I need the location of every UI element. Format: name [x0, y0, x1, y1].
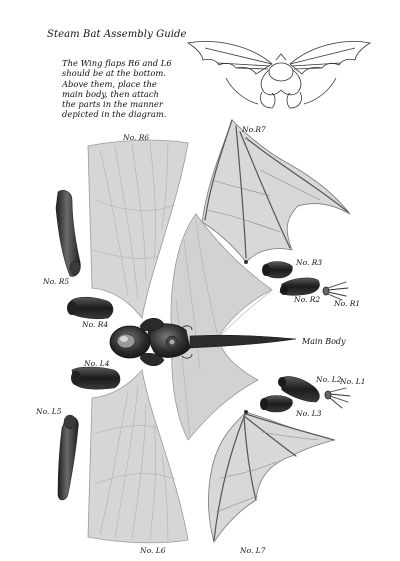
part-l3: [260, 395, 293, 413]
part-l4: [71, 366, 121, 390]
label-l4: No. L4: [83, 359, 110, 368]
instruction-line: main body, then attach: [62, 88, 159, 99]
label-r6: No. R6: [122, 133, 149, 142]
wing-flap-r6: [87, 139, 189, 319]
label-r4: No. R4: [81, 320, 108, 329]
instruction-line: Above them, place the: [62, 78, 157, 89]
label-l7: No. L7: [239, 546, 266, 555]
wing-l7: [207, 410, 336, 543]
part-r2: [279, 277, 320, 296]
label-r3: No. R3: [295, 258, 322, 267]
guide-title: Steam Bat Assembly Guide: [47, 29, 187, 40]
label-l1: No. L1: [339, 377, 365, 386]
part-l5: [57, 414, 79, 501]
part-r5: [55, 190, 81, 277]
part-r3: [262, 261, 293, 279]
label-r5: No. R5: [42, 277, 69, 286]
label-main-body: Main Body: [301, 337, 346, 346]
main-body: [109, 318, 297, 366]
label-l2: No. L2: [315, 375, 342, 384]
wing-flap-l6: [87, 369, 189, 544]
instruction-line: should be at the bottom.: [62, 68, 166, 79]
label-l3: No. L3: [295, 409, 322, 418]
instruction-line: The Wing flaps R6 and L6: [62, 58, 172, 68]
part-r4: [67, 296, 114, 320]
label-r2: No. R2: [293, 295, 320, 304]
label-r1: No. R1: [333, 299, 360, 308]
guide-instructions: The Wing flaps R6 and L6 should be at th…: [62, 58, 182, 120]
wing-r7: [201, 119, 351, 264]
label-l6: No. L6: [139, 546, 166, 555]
part-r1: [322, 281, 349, 301]
label-l5: No. L5: [35, 407, 62, 416]
instruction-line: depicted in the diagram.: [62, 109, 167, 120]
part-l2: [278, 376, 320, 403]
assembled-bat-preview: [186, 41, 372, 109]
part-l1: [324, 387, 351, 409]
instruction-line: the parts in the manner: [62, 99, 163, 110]
label-r7: No.R7: [241, 125, 266, 134]
